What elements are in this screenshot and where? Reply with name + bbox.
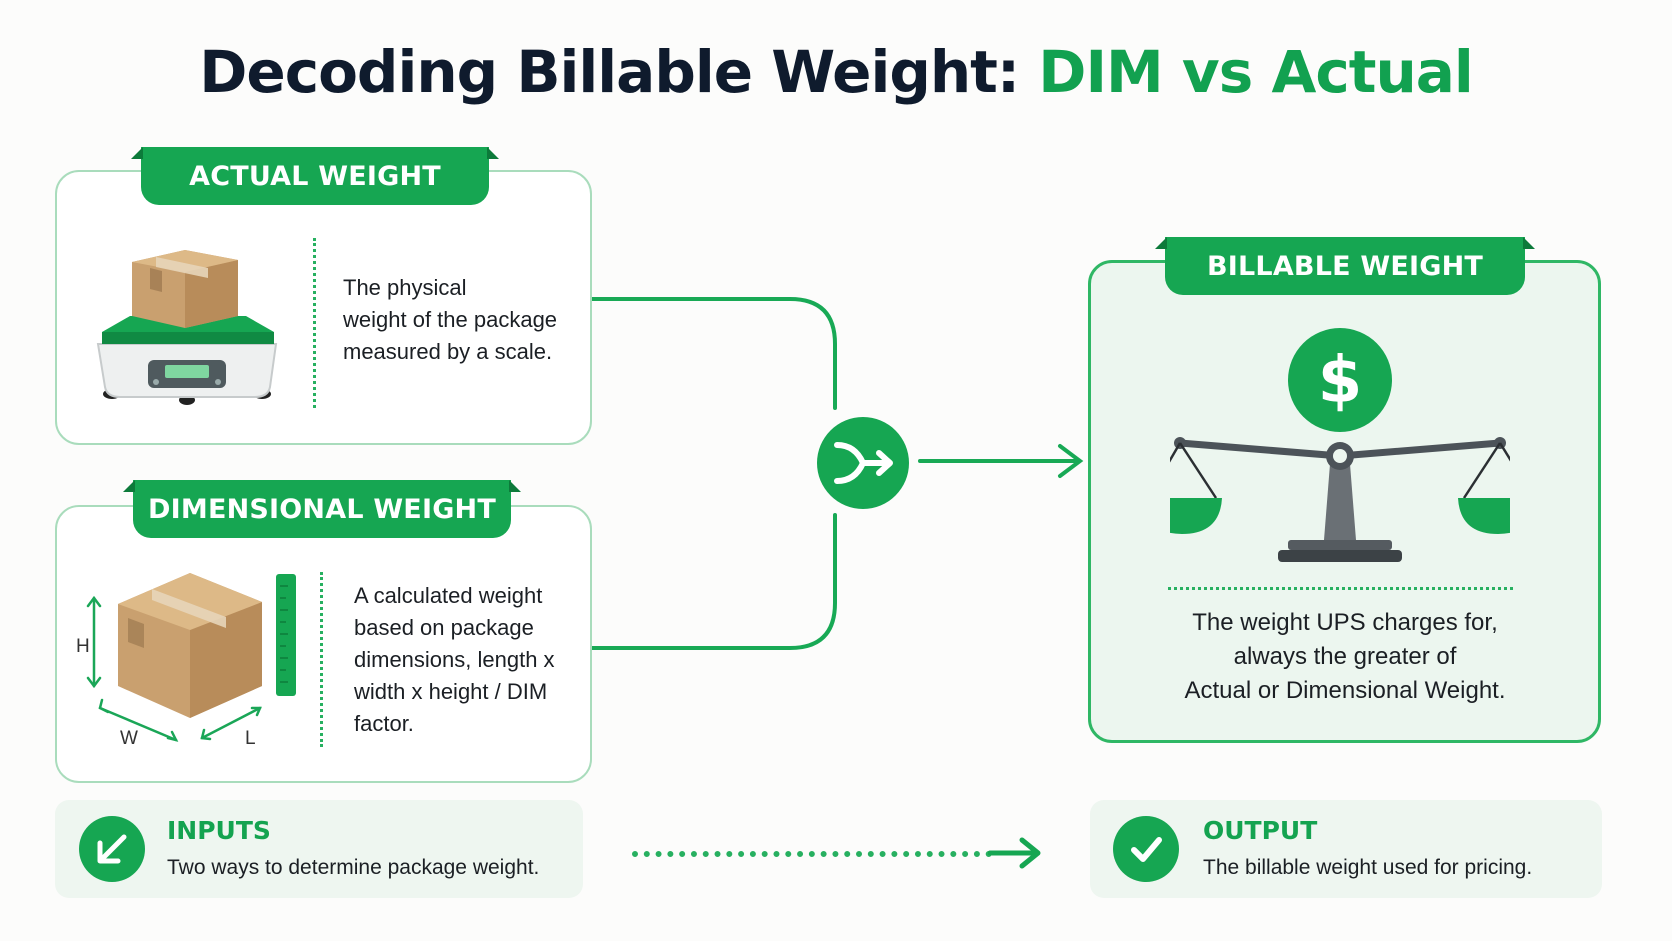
- actual-divider: [313, 238, 316, 408]
- billable-desc-line: Actual or Dimensional Weight.: [1184, 677, 1506, 704]
- inputs-text: Two ways to determine package weight.: [167, 856, 540, 879]
- dim-label-l: L: [245, 728, 256, 749]
- actual-desc-line: measured by a scale.: [343, 339, 553, 364]
- title-main: Decoding Billable Weight:: [199, 38, 1039, 106]
- dimensional-desc-line: based on package: [354, 615, 534, 640]
- billable-weight-tab: BILLABLE WEIGHT: [1165, 237, 1525, 295]
- billable-description: The weight UPS charges for, always the g…: [1110, 606, 1580, 708]
- dimensional-desc-line: dimensions, length x: [354, 647, 555, 672]
- dollar-sign: $: [1318, 344, 1363, 418]
- inputs-to-output-dots: [632, 851, 992, 857]
- box-dimensions-icon: [86, 573, 296, 742]
- dim-label-w: W: [120, 728, 138, 749]
- billable-divider: [1168, 587, 1513, 590]
- dimensional-weight-label: DIMENSIONAL WEIGHT: [148, 493, 496, 525]
- output-text: The billable weight used for pricing.: [1203, 856, 1533, 879]
- billable-desc-line: always the greater of: [1233, 643, 1457, 670]
- balance-scale-dollar-icon: $: [1170, 328, 1510, 562]
- actual-weight-card: [55, 170, 592, 445]
- inputs-to-output-arrow-icon: [988, 837, 1041, 869]
- connector-dimensional: [590, 513, 837, 650]
- actual-desc-line: weight of the package: [343, 307, 558, 332]
- connector-arrowhead: [1058, 444, 1084, 478]
- title-accent: DIM vs Actual: [1038, 38, 1473, 106]
- page-title: Decoding Billable Weight: DIM vs Actual: [0, 38, 1672, 106]
- scale-with-box-icon: [96, 250, 278, 405]
- dimensional-desc-line: width x height / DIM: [354, 679, 548, 704]
- output-title: OUTPUT: [1203, 816, 1318, 845]
- actual-description: The physical weight of the package measu…: [343, 272, 557, 368]
- dim-label-h: H: [76, 636, 90, 657]
- inputs-title: INPUTS: [167, 816, 271, 845]
- actual-desc-line: The physical: [343, 275, 467, 300]
- inputs-arrow-icon: [79, 816, 145, 882]
- check-icon: [1113, 816, 1179, 882]
- dimensional-weight-tab: DIMENSIONAL WEIGHT: [133, 480, 511, 538]
- billable-weight-label: BILLABLE WEIGHT: [1206, 250, 1483, 282]
- merge-arrow-icon: [817, 417, 909, 509]
- billable-desc-line: The weight UPS charges for,: [1192, 609, 1498, 636]
- dimensional-divider: [320, 572, 323, 747]
- dimensional-desc-line: A calculated weight: [354, 583, 543, 608]
- actual-weight-tab: ACTUAL WEIGHT: [141, 147, 489, 205]
- dimensional-desc-line: factor.: [354, 711, 414, 736]
- actual-weight-label: ACTUAL WEIGHT: [189, 160, 441, 192]
- connector-actual: [590, 297, 837, 410]
- dimensional-description: A calculated weight based on package dim…: [354, 580, 555, 740]
